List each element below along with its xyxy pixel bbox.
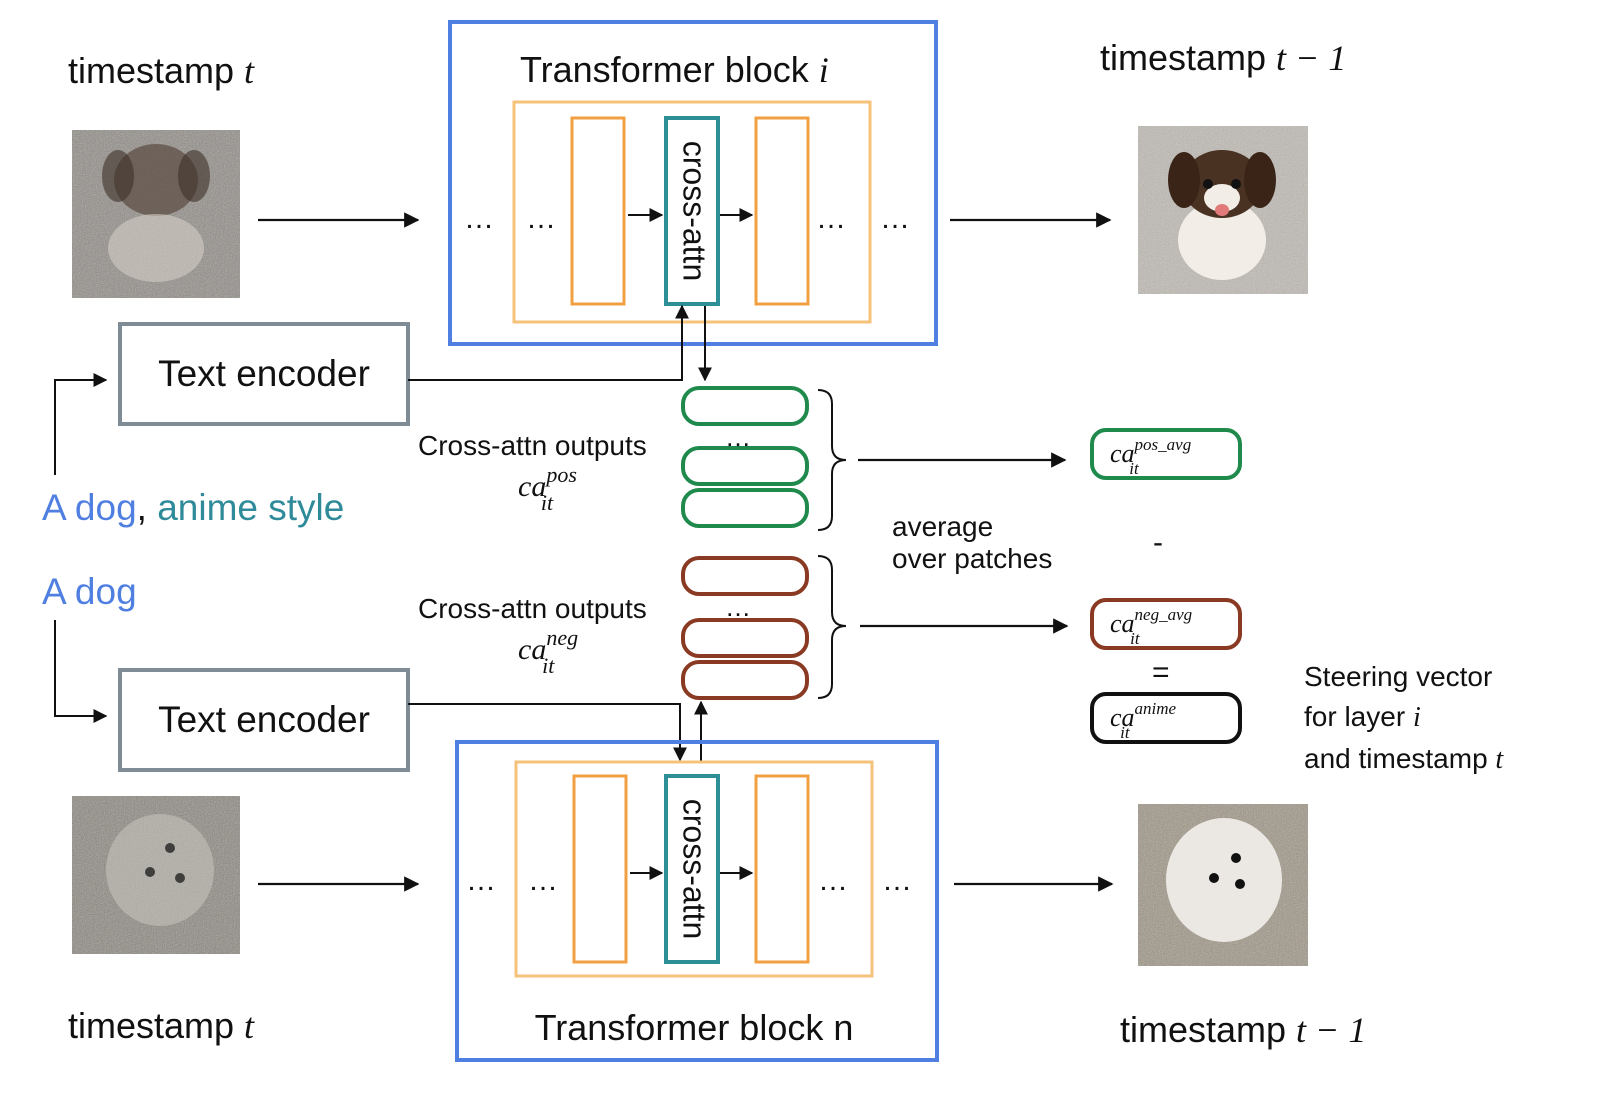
inner-layers-bottom [514, 760, 874, 978]
pos-avg-box [1090, 428, 1242, 480]
poodle-image [1138, 804, 1308, 966]
average-label-1: average [892, 511, 993, 542]
noisy-poodle-image [72, 796, 240, 954]
pos-output-3 [681, 488, 809, 528]
layer-box-top-2 [754, 116, 810, 306]
cross-attn-top-label: cross-attn [677, 141, 713, 281]
prompt-neg: A dog [42, 571, 137, 612]
dots-bottom-2: … [528, 864, 558, 897]
neg-output-dots: … [725, 592, 751, 622]
dots-bottom-3: … [818, 864, 848, 897]
neg-output-2 [681, 618, 809, 658]
text-encoder-bottom [118, 668, 410, 772]
neg-output-1 [681, 556, 809, 596]
noisy-puppy-image [72, 130, 240, 298]
dots-bottom-4: … [882, 864, 912, 897]
neg-avg-box [1090, 598, 1242, 650]
dots-bottom-1: … [466, 864, 496, 897]
outputs-neg-label: Cross-attn outputs [418, 593, 647, 624]
dots-top-1: … [464, 202, 494, 235]
transformer-block-bottom [455, 740, 939, 1062]
text-encoder-bottom-label: Text encoder [158, 699, 370, 740]
top-timestamp-right: timestamp t − 1 [1100, 37, 1346, 78]
text-encoder-bottom-to-cross-attn-arrow [408, 703, 687, 762]
prompt-pos-arrow [54, 373, 108, 475]
average-label-2: over patches [892, 543, 1052, 574]
text-encoder-top-label: Text encoder [158, 353, 370, 394]
neg-brace [817, 555, 847, 699]
text-encoder-top-to-cross-attn-arrow [408, 304, 689, 381]
transformer-block-bottom-title: Transformer block n [535, 1007, 854, 1048]
transformer-block-top-title: Transformer block i [520, 49, 829, 90]
pos-output-1 [681, 386, 809, 426]
layer-box-top-1 [570, 116, 626, 306]
cross-attn-top [664, 116, 720, 306]
cross-attn-bottom-label: cross-attn [677, 799, 713, 939]
dots-top-4: … [880, 202, 910, 235]
layer-box-bottom-2 [754, 774, 810, 964]
bottom-timestamp-left: timestamp t [68, 1005, 255, 1046]
anime-puppy-image [1138, 126, 1308, 294]
equals-sign: = [1152, 656, 1170, 689]
pos-brace [817, 389, 847, 531]
top-timestamp-left: timestamp t [68, 50, 255, 91]
layer-box-bottom-1 [572, 774, 628, 964]
outputs-pos-label: Cross-attn outputs [418, 430, 647, 461]
inner-layers-top [512, 100, 872, 324]
pos-output-2 [681, 446, 809, 486]
steering-box [1090, 692, 1242, 744]
bottom-timestamp-right: timestamp t − 1 [1120, 1009, 1366, 1050]
cross-attn-bottom [664, 774, 720, 964]
prompt-pos: A dog, anime style [42, 487, 344, 528]
dots-top-3: … [816, 202, 846, 235]
minus-sign: - [1153, 526, 1163, 559]
steering-caption-2: for layer i [1304, 701, 1421, 733]
steering-caption-1: Steering vector [1304, 661, 1492, 692]
transformer-block-top [448, 20, 938, 346]
prompt-neg-arrow [54, 620, 108, 723]
steering-caption-3: and timestamp t [1304, 743, 1504, 775]
dots-top-2: … [526, 202, 556, 235]
text-encoder-top [118, 322, 410, 426]
neg-output-3 [681, 660, 809, 700]
